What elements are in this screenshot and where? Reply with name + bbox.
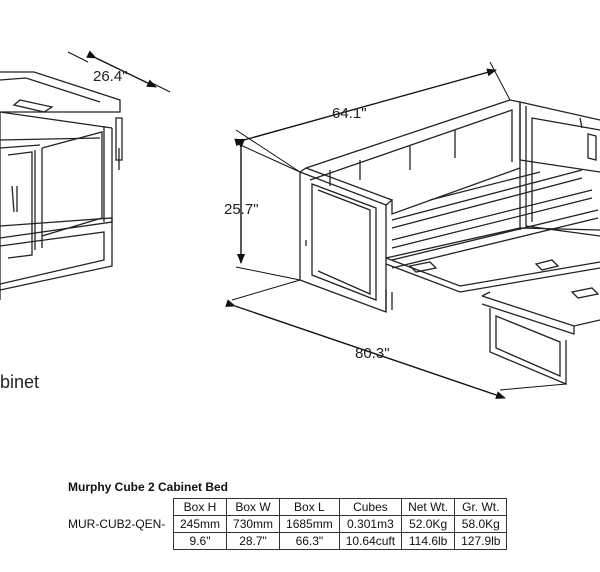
spec-row-metric: 245mm 730mm 1685mm 0.301m3 52.0Kg 58.0Kg: [172, 515, 508, 533]
table-cell: 245mm: [172, 515, 228, 533]
table-cell: 52.0Kg: [401, 515, 456, 533]
dimension-lines: [67, 50, 567, 399]
table-cell: 730mm: [226, 515, 281, 533]
depth-dimension-arrow: [86, 50, 157, 88]
height-label: 25.7": [224, 201, 259, 218]
spec-row-imperial: 9.6" 28.7" 66.3" 10.64cuft 114.6lb 127.9…: [172, 532, 508, 550]
dimension-labels: 26.4" 64.1" 25.7" 80.3" binet: [0, 68, 390, 392]
cabinet-bed-line-drawing: 26.4" 64.1" 25.7" 80.3" binet: [0, 50, 600, 399]
length-top-dimension-arrow: [234, 68, 497, 147]
table-cell: 127.9lb: [454, 532, 508, 550]
table-cell: 66.3": [279, 532, 340, 550]
closed-cabinet-drawing: [0, 71, 123, 300]
spec-header-row: Box H Box W Box L Cubes Net Wt. Gr. Wt.: [172, 498, 508, 516]
table-cell: 1685mm: [279, 515, 340, 533]
model-number: MUR-CUB2-QEN-: [68, 517, 166, 531]
col-box-l: Box L: [279, 498, 340, 516]
spec-table: Box H Box W Box L Cubes Net Wt. Gr. Wt. …: [172, 498, 508, 550]
table-cell: 28.7": [226, 532, 281, 550]
length-bottom-label: 80.3": [355, 345, 390, 362]
col-cubes: Cubes: [338, 498, 403, 516]
length-top-label: 64.1": [332, 105, 367, 122]
col-box-h: Box H: [172, 498, 228, 516]
open-cabinet-bed-drawing: [299, 99, 600, 385]
cabinet-caption-fragment: binet: [0, 372, 39, 392]
table-cell: 58.0Kg: [454, 515, 508, 533]
length-bottom-dimension-arrow: [225, 299, 506, 399]
table-cell: 114.6lb: [401, 532, 456, 550]
col-box-w: Box W: [226, 498, 281, 516]
spec-title: Murphy Cube 2 Cabinet Bed: [68, 480, 229, 494]
table-cell: 0.301m3: [338, 515, 403, 533]
col-gr-wt: Gr. Wt.: [454, 498, 508, 516]
depth-closed-label: 26.4": [93, 68, 128, 85]
table-cell: 9.6": [172, 532, 228, 550]
table-cell: 10.64cuft: [338, 532, 403, 550]
col-net-wt: Net Wt.: [401, 498, 456, 516]
